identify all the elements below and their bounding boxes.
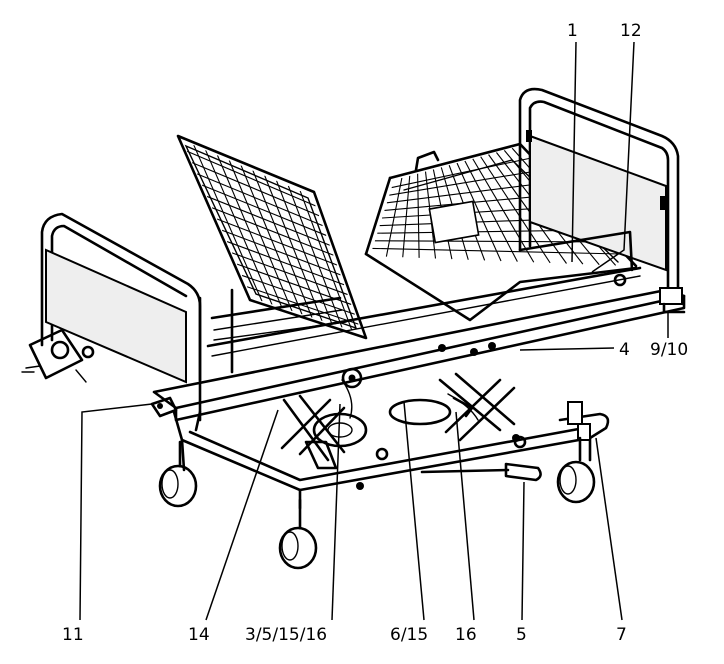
leader-11 (79, 403, 153, 621)
bed-frame (152, 230, 686, 422)
backrest-mesh (186, 144, 359, 331)
callout-4: 4 (619, 340, 630, 360)
leader-1 (571, 41, 577, 263)
callout-5: 5 (516, 625, 527, 645)
leader-16 (455, 411, 475, 621)
callout-7: 7 (616, 625, 627, 645)
lift-mechanism (280, 344, 527, 470)
callout-14: 14 (188, 625, 210, 645)
castors (150, 396, 596, 570)
leader-lines (79, 41, 669, 621)
leader-7 (595, 437, 623, 621)
brake-pedal-left (150, 396, 178, 418)
callout-11: 11 (62, 625, 84, 645)
callout-6-15: 6/15 (390, 625, 428, 645)
footboard (518, 87, 680, 296)
leader-14 (205, 409, 279, 621)
headboard (21, 212, 202, 422)
callout-16: 16 (455, 625, 477, 645)
callout-1: 1 (567, 21, 578, 41)
callout-3-5-15-16: 3/5/15/16 (245, 625, 327, 645)
leader-12 (591, 41, 635, 273)
leader-3-5-15-16 (331, 403, 341, 621)
castor-front-left (158, 440, 198, 508)
leader-4 (519, 347, 615, 351)
castor-front-right (278, 498, 318, 570)
castor-rear-right (556, 436, 596, 504)
leader-5 (521, 481, 525, 621)
leader-6-15 (403, 401, 425, 621)
base-frame (172, 401, 610, 510)
backrest-section (176, 134, 368, 340)
callout-9-10: 9/10 (650, 340, 688, 360)
callout-12: 12 (620, 21, 642, 41)
callout-labels: 1 12 4 9/10 11 14 3/5/15/16 6/15 16 5 7 (62, 21, 688, 645)
